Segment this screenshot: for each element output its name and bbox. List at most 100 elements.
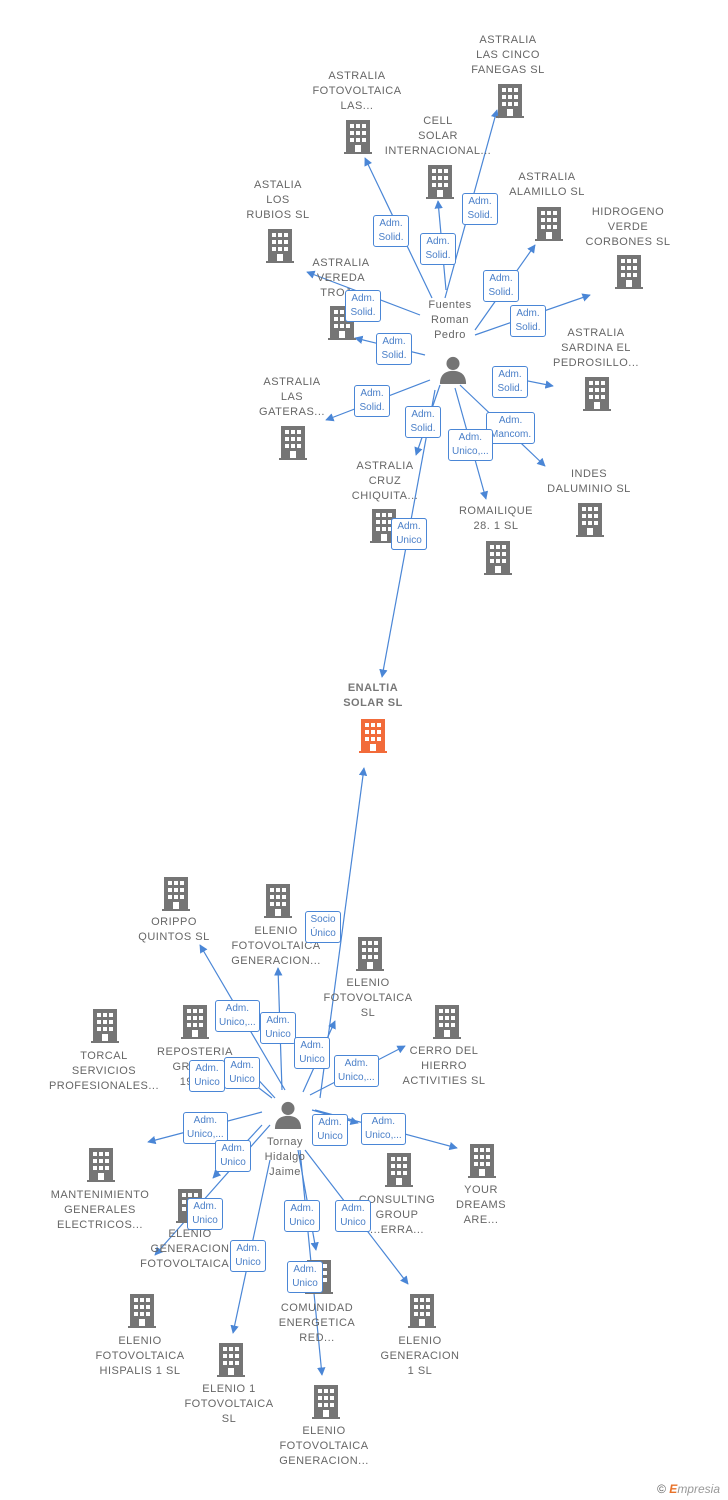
relation-badge[interactable]: Adm.Solid. <box>345 290 381 322</box>
relation-badge[interactable]: Adm.Unico,... <box>361 1113 406 1145</box>
company-name-line: GATERAS... <box>259 405 325 418</box>
relation-badge[interactable]: Adm.Unico <box>335 1200 371 1232</box>
relation-badge-line: Unico <box>299 1054 325 1065</box>
relation-badge[interactable]: Adm.Unico <box>215 1140 251 1172</box>
relation-badge[interactable]: Adm.Solid. <box>462 193 498 225</box>
center-company-building-icon[interactable] <box>359 719 387 753</box>
company-building-icon[interactable] <box>181 1005 209 1039</box>
company-building-icon[interactable] <box>576 503 604 537</box>
company-building-icon[interactable] <box>162 877 190 911</box>
relation-badge[interactable]: Adm.Solid. <box>354 385 390 417</box>
company-building-icon[interactable] <box>87 1148 115 1182</box>
company-name-line: FOTOVOLTAICA... <box>140 1257 240 1270</box>
company-building-icon[interactable] <box>91 1009 119 1043</box>
person-name-line: Pedro <box>434 329 466 341</box>
relation-badge[interactable]: Adm.Unico,... <box>183 1112 228 1144</box>
company-building-icon[interactable] <box>217 1343 245 1377</box>
person-icon[interactable] <box>439 356 467 384</box>
relation-badge[interactable]: Adm.Solid. <box>420 233 456 265</box>
relation-badge[interactable]: Adm.Unico <box>294 1037 330 1069</box>
company-building-icon[interactable] <box>426 165 454 199</box>
relation-badge[interactable]: Adm.Unico <box>312 1114 348 1146</box>
relation-badge[interactable]: Adm.Unico <box>230 1240 266 1272</box>
company-building-icon[interactable] <box>615 255 643 289</box>
company-name-line: ELENIO <box>118 1334 162 1347</box>
footer-brand[interactable]: © Empresia <box>657 1482 720 1496</box>
relation-badge-line: Adm. <box>351 293 375 304</box>
relation-badge[interactable]: Adm.Solid. <box>376 333 412 365</box>
relation-badge[interactable]: Adm.Unico <box>391 518 427 550</box>
company-building-icon[interactable] <box>408 1294 436 1328</box>
relation-badge-line: Adm. <box>193 1115 218 1126</box>
relation-badge[interactable]: Adm.Solid. <box>483 270 519 302</box>
relation-badge-line: Unico <box>194 1077 220 1088</box>
company-building-icon[interactable] <box>356 937 384 971</box>
relation-badge[interactable]: Adm.Unico <box>224 1057 260 1089</box>
company-building-icon[interactable] <box>312 1385 340 1419</box>
company-name-line: CONSULTING <box>358 1193 436 1206</box>
relation-badge[interactable]: Adm.Solid. <box>373 215 409 247</box>
company-name-line: ASTRALIA <box>479 33 537 46</box>
person-name-line: Hidalgo <box>264 1151 306 1163</box>
company-building-icon[interactable] <box>385 1153 413 1187</box>
relation-badge[interactable]: Adm.Unico,... <box>215 1000 260 1032</box>
relation-badge-line: Socio <box>310 914 336 925</box>
relation-badge[interactable]: Adm.Solid. <box>405 406 441 438</box>
relation-badge[interactable]: Adm.Unico,... <box>448 429 493 461</box>
company-name-line: RED... <box>299 1331 335 1344</box>
company-building-icon[interactable] <box>128 1294 156 1328</box>
company-name-line: CRUZ <box>368 474 402 487</box>
relation-badge[interactable]: Adm.Mancom. <box>486 412 536 444</box>
relation-badge[interactable]: Adm.Unico,... <box>334 1055 379 1087</box>
relation-badge[interactable]: Adm.Unico <box>287 1261 323 1293</box>
company-building-icon[interactable] <box>279 426 307 460</box>
company-building-icon[interactable] <box>264 884 292 918</box>
company-building-icon[interactable] <box>484 541 512 575</box>
relation-badge[interactable]: Adm.Unico <box>284 1200 320 1232</box>
relation-badge[interactable]: Adm.Solid. <box>510 305 546 337</box>
company-building-icon[interactable] <box>468 1144 496 1178</box>
person-icon[interactable] <box>274 1101 302 1129</box>
relation-badge[interactable]: Adm.Unico <box>260 1012 296 1044</box>
company-building-icon[interactable] <box>583 377 611 411</box>
brand-initial: E <box>669 1482 678 1496</box>
company-name-line: HIDROGENO <box>591 205 665 218</box>
relation-badge[interactable]: Adm.Solid. <box>492 366 528 398</box>
company-name-line: ASTRALIA <box>328 69 386 82</box>
relation-badge[interactable]: Adm.Unico <box>189 1060 225 1092</box>
relation-badge-line: Adm. <box>371 1116 396 1127</box>
company-name-line: DALUMINIO SL <box>547 483 631 495</box>
relation-badge-line: Adm. <box>382 336 406 347</box>
relation-badge[interactable]: Adm.Unico <box>187 1198 223 1230</box>
